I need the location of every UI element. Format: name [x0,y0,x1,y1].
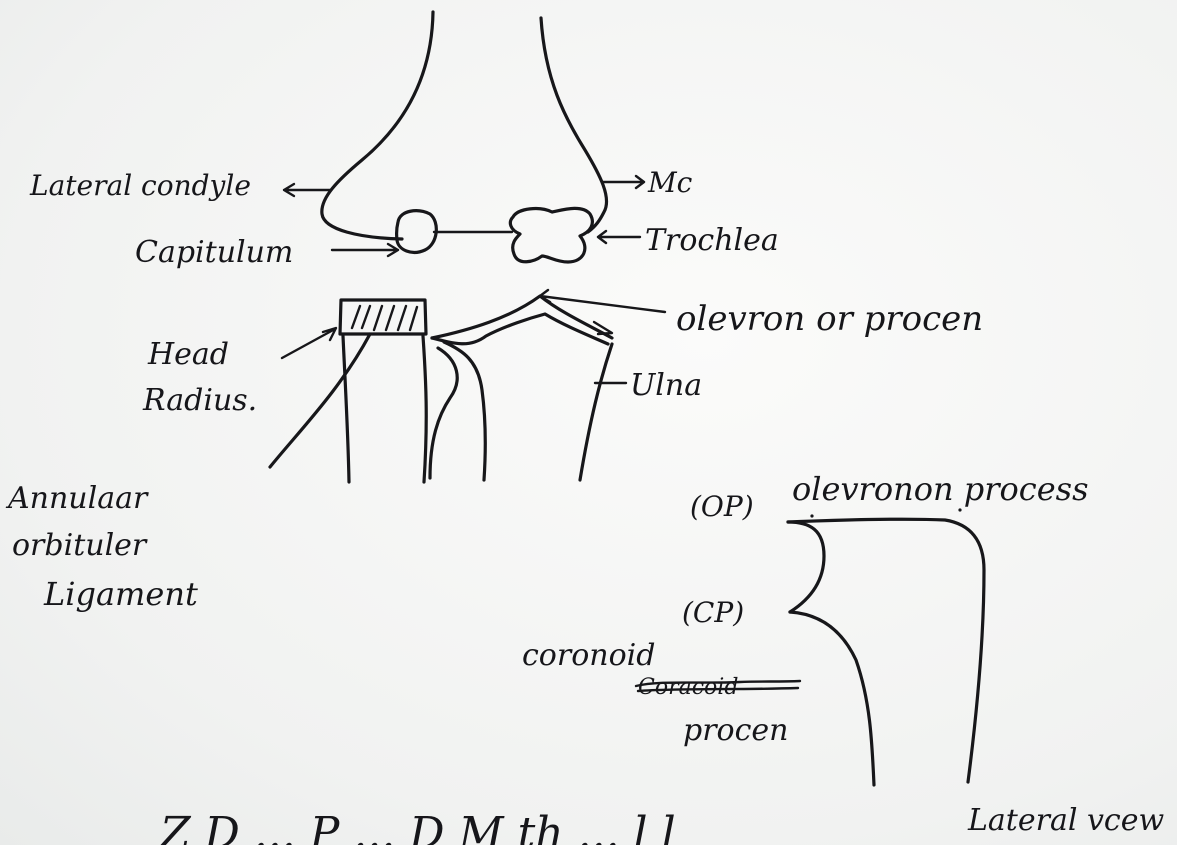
lateral-ulna-outline [788,508,984,785]
label-annular-line3: Ligament [43,575,198,613]
label-annular-line1: Annulaar [5,481,149,516]
humerus-outline [322,12,607,239]
label-olecranon-process-lateral: olevronon process [792,470,1088,508]
capitulum-arrow [332,244,398,256]
lateral-condyle-arrow [284,184,330,196]
label-cp-tag: (CP) [682,596,744,629]
label-trochlea: Trochlea [645,223,779,258]
svg-text:Coracoid: Coracoid [638,675,738,700]
label-coronoid-line1: coronoid [522,638,655,673]
label-bottom-partial: Z D ... P ... D M th ... l l [158,808,676,845]
label-ulna: Ulna [630,368,702,403]
label-annular-line2: orbituler [12,528,148,563]
label-head-radius-line2: Radius. [142,383,257,418]
trochlea-arrow [598,231,640,243]
label-lateral-view: Lateral vcew [967,803,1164,838]
trochlea [510,208,592,262]
label-mc: Mc [647,166,693,199]
label-op-tag: (OP) [690,490,754,523]
label-lateral-condyle: Lateral condyle [29,169,251,202]
annular-ligament-pointer-line [270,334,370,467]
head-radius-pointer [282,328,336,358]
label-head-radius-line1: Head [147,337,229,372]
label-coronoid-crossed: Coracoid [636,675,800,700]
label-capitulum: Capitulum [135,235,293,270]
mc-arrow [602,176,644,188]
capitulum [397,211,437,253]
label-coronoid-line3: procen [683,713,788,748]
radius-head [340,300,426,334]
label-olecranon-process-front: olevron or procen [676,299,983,339]
ulna-outline [430,296,612,480]
